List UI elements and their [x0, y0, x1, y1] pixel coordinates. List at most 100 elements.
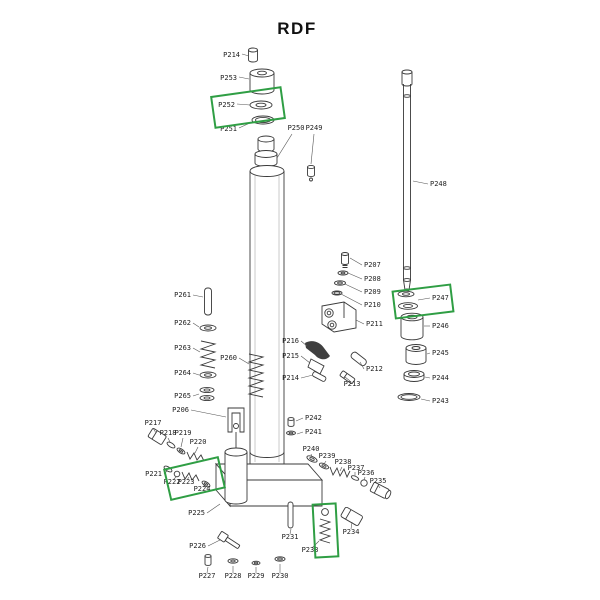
part-label-p245: P245 [432, 349, 449, 357]
part-label-p230: P230 [272, 572, 289, 580]
part-spring-p233 [318, 518, 332, 544]
part-cam-p216 [305, 341, 330, 360]
part-spring-p238 [329, 466, 351, 479]
leader-line [289, 528, 292, 535]
leader-line [167, 437, 171, 443]
part-label-p218: P218 [160, 429, 177, 437]
part-spring-p223 [181, 471, 200, 482]
part-label-p224: P224 [194, 485, 211, 493]
left-parts-column [199, 287, 217, 402]
part-label-p217: P217 [145, 419, 162, 427]
part-label-p235: P235 [370, 477, 387, 485]
part-label-p216: P216 [282, 337, 299, 345]
part-ball-p222 [173, 470, 181, 478]
part-pin-p261 [204, 287, 212, 316]
highlight-box-p247 [391, 283, 455, 320]
right-valve-series [306, 455, 392, 500]
part-label-p248: P248 [430, 180, 447, 188]
part-label-p233: P233 [302, 546, 319, 554]
part-label-p206: P206 [172, 406, 189, 414]
part-ring-p244 [403, 370, 425, 382]
part-plunger-p212 [350, 351, 367, 367]
highlight-box-p233 [311, 502, 340, 559]
diagram-title: RDF [277, 19, 316, 38]
part-label-p214: P214 [223, 51, 240, 59]
part-bolt-p249 [307, 164, 315, 182]
leader-line [363, 476, 366, 481]
part-washer-p229 [251, 560, 261, 566]
part-label-p214: P214 [282, 374, 299, 382]
part-label-p227: P227 [199, 572, 216, 580]
part-label-p234: P234 [343, 528, 360, 536]
part-washer-p264 [199, 371, 217, 379]
part-label-p231: P231 [282, 533, 299, 541]
leader-line [417, 297, 431, 301]
leader-line [190, 409, 227, 418]
diagram-geometry [147, 47, 427, 566]
highlights-layer [163, 86, 455, 559]
leader-line [349, 257, 363, 266]
part-pin-p231 [287, 501, 294, 529]
part-washers-p247 [397, 290, 418, 310]
part-bolt-p227 [204, 554, 212, 566]
leader-line [426, 352, 431, 355]
highlight-box-p252 [210, 86, 286, 129]
leader-line [344, 283, 363, 293]
leader-line [238, 357, 250, 365]
leader-line [202, 484, 206, 488]
leader-line [347, 272, 363, 280]
leader-line [172, 476, 177, 481]
part-bolt-p214 [248, 47, 258, 63]
leader-line [206, 566, 209, 574]
part-spring-p263 [199, 340, 217, 369]
part-label-p238: P238 [335, 458, 352, 466]
part-label-p212: P212 [366, 365, 383, 373]
part-label-p222: P222 [164, 478, 181, 486]
part-label-p243: P243 [432, 397, 449, 405]
part-handle-rod-p248 [401, 69, 413, 292]
part-ring-p265b [199, 394, 215, 402]
part-clevis-p206 [227, 407, 245, 452]
part-plug-p235 [369, 482, 392, 500]
part-pin-p213 [339, 370, 356, 384]
leader-line [344, 376, 351, 382]
part-label-p260: P260 [220, 354, 237, 362]
part-label-p250: P250 [288, 124, 305, 132]
part-washer-p228 [227, 558, 239, 564]
leader-line [192, 294, 204, 298]
leader-line [236, 103, 251, 106]
leader-line [192, 322, 200, 328]
part-nut-p230 [274, 556, 286, 562]
leader-line [180, 437, 184, 448]
part-label-p264: P264 [174, 369, 191, 377]
part-label-p251: P251 [220, 125, 237, 133]
part-label-p262: P262 [174, 319, 191, 327]
part-label-p240: P240 [303, 445, 320, 453]
leader-line [296, 431, 304, 435]
part-cap-p253 [249, 68, 275, 95]
part-label-p209: P209 [364, 288, 381, 296]
part-bolt-p226 [217, 531, 241, 549]
part-ring-p265a [199, 386, 215, 394]
part-label-p252: P252 [218, 101, 235, 109]
part-fitting-p217 [147, 428, 167, 445]
part-plug-p234 [340, 506, 363, 526]
bottom-parts [204, 501, 363, 566]
part-label-p265: P265 [174, 392, 191, 400]
handle-socket-cluster [305, 341, 367, 384]
part-label-p263: P263 [174, 344, 191, 352]
part-washer-p262 [199, 324, 217, 332]
leader-line [339, 466, 343, 472]
part-label-p261: P261 [174, 291, 191, 299]
leader-line [192, 347, 201, 353]
part-label-p219: P219 [175, 429, 192, 437]
part-ring-p243 [397, 393, 421, 401]
part-label-p210: P210 [364, 301, 381, 309]
leader-line [186, 476, 190, 481]
part-label-p246: P246 [432, 322, 449, 330]
leader-line [241, 53, 250, 57]
leader-line [350, 521, 353, 530]
part-label-p211: P211 [366, 320, 383, 328]
leader-line [238, 76, 250, 80]
